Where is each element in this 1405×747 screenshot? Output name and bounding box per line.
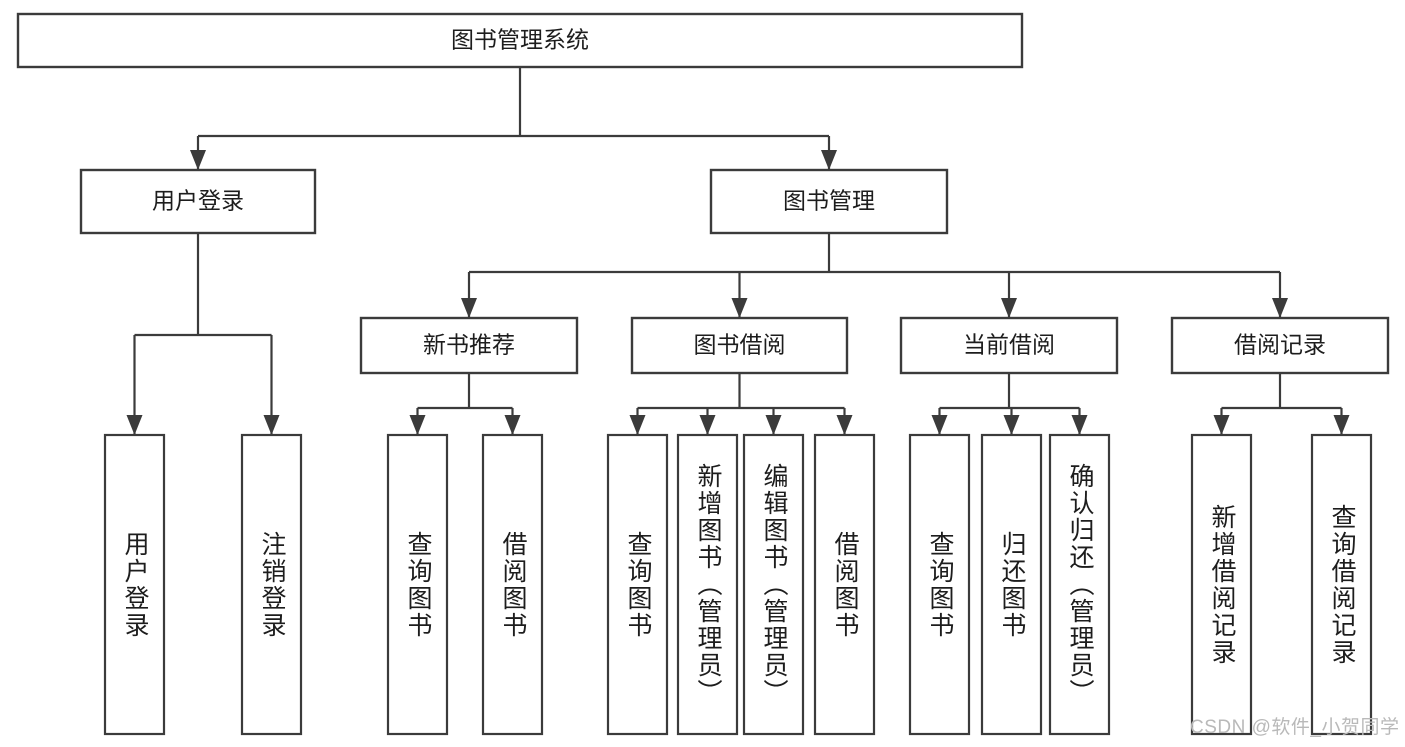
arrow-head-leaf-query-book-3-icon xyxy=(931,415,948,435)
node-box-leaf-return-book[interactable] xyxy=(980,433,1043,736)
arrow-head-leaf-return-book-icon xyxy=(1003,415,1020,435)
node-box-current-borrow[interactable] xyxy=(899,316,1119,375)
arrow-head-user-login-icon xyxy=(190,150,206,170)
node-box-leaf-user-login[interactable] xyxy=(103,433,166,736)
node-box-new-book-rec[interactable] xyxy=(359,316,579,375)
arrow-head-borrow-record-icon xyxy=(1272,298,1288,318)
node-label-book-borrow: 图书借阅 xyxy=(694,332,786,358)
node-box-user-login[interactable] xyxy=(79,168,317,235)
node-label-borrow-record: 借阅记录 xyxy=(1234,332,1326,358)
node-label-current-borrow: 当前借阅 xyxy=(963,332,1055,358)
arrow-head-leaf-query-book-2-icon xyxy=(629,415,646,435)
arrow-head-leaf-query-record-icon xyxy=(1333,415,1350,435)
node-box-leaf-query-record[interactable] xyxy=(1310,433,1373,736)
arrow-head-book-borrow-icon xyxy=(731,298,748,318)
node-boxes-group xyxy=(16,12,1390,736)
node-box-leaf-borrow-book-2[interactable] xyxy=(813,433,876,736)
arrow-head-leaf-add-book-icon xyxy=(699,415,716,435)
arrow-head-leaf-borrow-book-2-icon xyxy=(836,415,853,435)
node-box-book-manage[interactable] xyxy=(709,168,949,235)
node-box-leaf-query-book-2[interactable] xyxy=(606,433,669,736)
node-label-root: 图书管理系统 xyxy=(451,27,589,53)
connector-lines-group xyxy=(126,67,1350,435)
arrow-head-leaf-edit-book-icon xyxy=(765,415,782,435)
node-label-book-manage: 图书管理 xyxy=(783,188,875,214)
node-box-leaf-confirm-return[interactable] xyxy=(1048,433,1111,736)
arrow-head-leaf-confirm-return-icon xyxy=(1071,415,1088,435)
arrow-head-leaf-query-book-1-icon xyxy=(409,415,426,435)
node-box-leaf-add-book[interactable] xyxy=(676,433,739,736)
node-box-leaf-user-logout[interactable] xyxy=(240,433,303,736)
arrow-head-current-borrow-icon xyxy=(1001,298,1017,318)
arrow-head-book-manage-icon xyxy=(821,150,837,170)
arrow-head-leaf-user-login-icon xyxy=(126,415,143,435)
csdn-watermark: CSDN @软件_小贺同学 xyxy=(1190,717,1400,738)
node-box-leaf-query-book-1[interactable] xyxy=(386,433,449,736)
arrow-head-leaf-user-logout-icon xyxy=(263,415,280,435)
arrow-head-new-book-rec-icon xyxy=(461,298,477,318)
arrow-head-leaf-add-record-icon xyxy=(1213,415,1230,435)
node-box-leaf-edit-book[interactable] xyxy=(742,433,805,736)
node-box-borrow-record[interactable] xyxy=(1170,316,1390,375)
node-label-user-login: 用户登录 xyxy=(152,188,244,214)
node-box-leaf-query-book-3[interactable] xyxy=(908,433,971,736)
arrow-head-leaf-borrow-book-1-icon xyxy=(504,415,521,435)
node-box-leaf-borrow-book-1[interactable] xyxy=(481,433,544,736)
node-box-book-borrow[interactable] xyxy=(630,316,849,375)
node-box-root[interactable] xyxy=(16,12,1024,69)
node-box-leaf-add-record[interactable] xyxy=(1190,433,1253,736)
node-label-new-book-rec: 新书推荐 xyxy=(423,332,515,358)
